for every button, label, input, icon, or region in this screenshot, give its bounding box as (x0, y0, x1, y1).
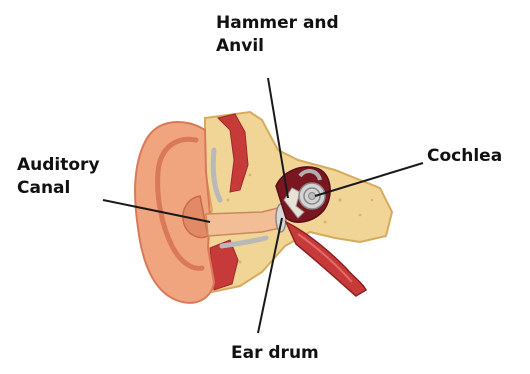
label-hammer-and-anvil-line1: Hammer and (216, 12, 339, 35)
label-hammer-and-anvil-line2: Anvil (216, 35, 339, 58)
label-cochlea: Cochlea (427, 145, 502, 168)
label-auditory-canal: Auditory Canal (17, 154, 100, 200)
label-hammer-and-anvil: Hammer and Anvil (216, 12, 339, 58)
label-auditory-canal-line2: Canal (17, 177, 100, 200)
label-ear-drum: Ear drum (231, 342, 319, 365)
label-auditory-canal-line1: Auditory (17, 154, 100, 177)
